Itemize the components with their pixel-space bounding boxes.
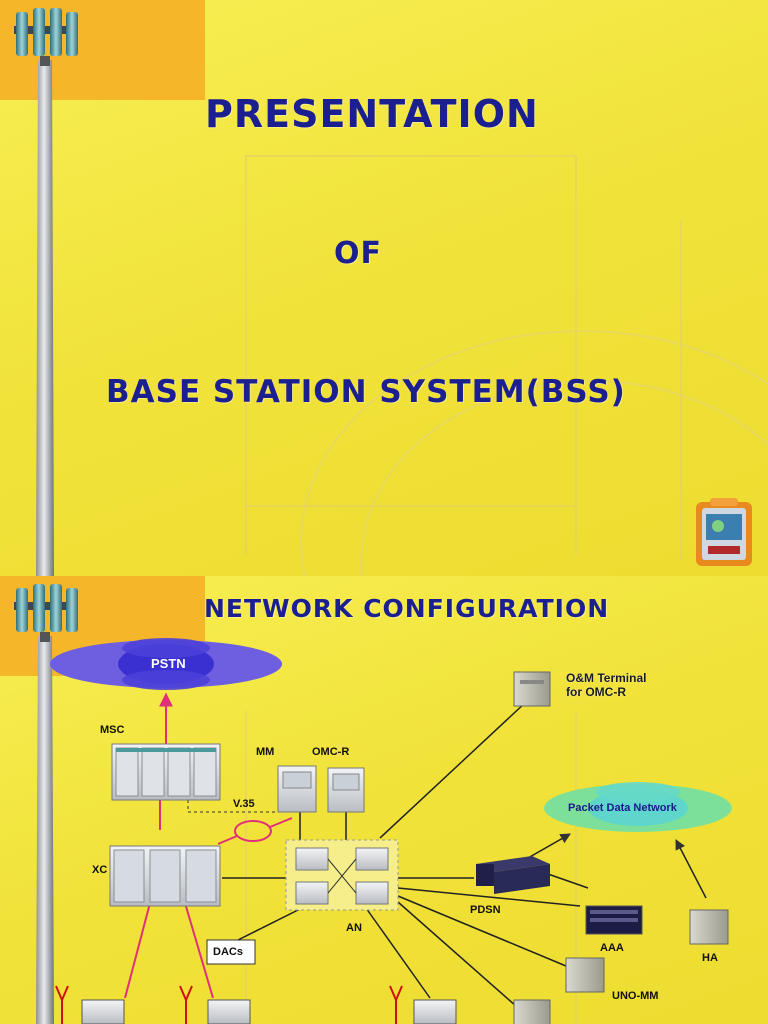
- subject-heading: BASE STATION SYSTEM(BSS): [106, 374, 626, 410]
- aaa-label: AAA: [600, 942, 624, 954]
- background-line: [575, 155, 577, 555]
- uno-mm-box: [565, 957, 605, 993]
- pdsn-device: [476, 856, 550, 894]
- pdsn-pdn-link: [527, 833, 571, 859]
- bts-unit: [389, 985, 457, 1024]
- background-line: [680, 220, 682, 560]
- server-box: [513, 999, 551, 1024]
- connector-heading: OF: [334, 236, 382, 271]
- xc-bts-link: [124, 902, 151, 999]
- v35-interface-ring: [234, 820, 272, 842]
- om-terminal-label-line1: O&M Terminal: [566, 671, 647, 685]
- dacs-box: [206, 939, 256, 965]
- om-terminal-label-line2: for OMC-R: [566, 685, 626, 699]
- xc-bts-link: [184, 902, 214, 999]
- ha-box: [689, 909, 729, 945]
- an-label: AN: [346, 922, 362, 934]
- v35-label: V.35: [233, 798, 255, 810]
- antenna-tower-icon: [14, 584, 78, 1024]
- xc-rack: [109, 845, 221, 907]
- omc-r-server: [327, 767, 365, 813]
- pstn-label: PSTN: [151, 656, 186, 671]
- pdsn-label: PDSN: [470, 904, 501, 916]
- mm-server: [277, 765, 317, 813]
- msc-rack: [111, 743, 221, 801]
- an-group: [285, 839, 399, 911]
- network-configuration-slide: NETWORK CONFIGURATION: [0, 576, 768, 1024]
- an-om-terminal-link: [379, 701, 527, 839]
- an-dacs-link: [237, 907, 303, 941]
- background-line: [245, 155, 575, 157]
- bts-unit: [55, 985, 125, 1024]
- network-diagram: [50, 638, 732, 1024]
- pstn-cloud: [50, 638, 282, 690]
- xc-label: XC: [92, 864, 108, 876]
- bts-unit: [179, 985, 251, 1024]
- an-uno-mm-link: [397, 895, 567, 967]
- omc-r-label: OMC-R: [312, 746, 350, 758]
- background-line: [575, 711, 577, 1024]
- dacs-label: DACs: [213, 946, 243, 958]
- background-line: [245, 155, 247, 555]
- ha-pdn-link: [675, 839, 707, 899]
- v35-dashed-link: [187, 798, 301, 813]
- title-slide: PRESENTATION OF BASE STATION SYSTEM(BSS): [0, 0, 768, 576]
- om-terminal-box: [513, 671, 551, 707]
- background-line: [245, 505, 575, 507]
- an-bts-link: [365, 907, 431, 999]
- antenna-tower-icon: [14, 8, 78, 576]
- background-line: [245, 711, 247, 1024]
- an-node-link: [397, 901, 517, 1007]
- network-configuration-heading: NETWORK CONFIGURATION: [204, 594, 610, 623]
- ha-label: HA: [702, 952, 718, 964]
- mobile-device-icon: [696, 498, 752, 566]
- an-aaa-link: [397, 887, 581, 907]
- presentation-heading: PRESENTATION: [205, 92, 539, 136]
- msc-label: MSC: [100, 724, 125, 736]
- aaa-device: [585, 905, 643, 935]
- packet-data-network-cloud: [544, 782, 732, 832]
- uno-mm-label: UNO-MM: [612, 990, 659, 1002]
- mm-label: MM: [256, 746, 275, 758]
- packet-data-network-label: Packet Data Network: [568, 802, 677, 814]
